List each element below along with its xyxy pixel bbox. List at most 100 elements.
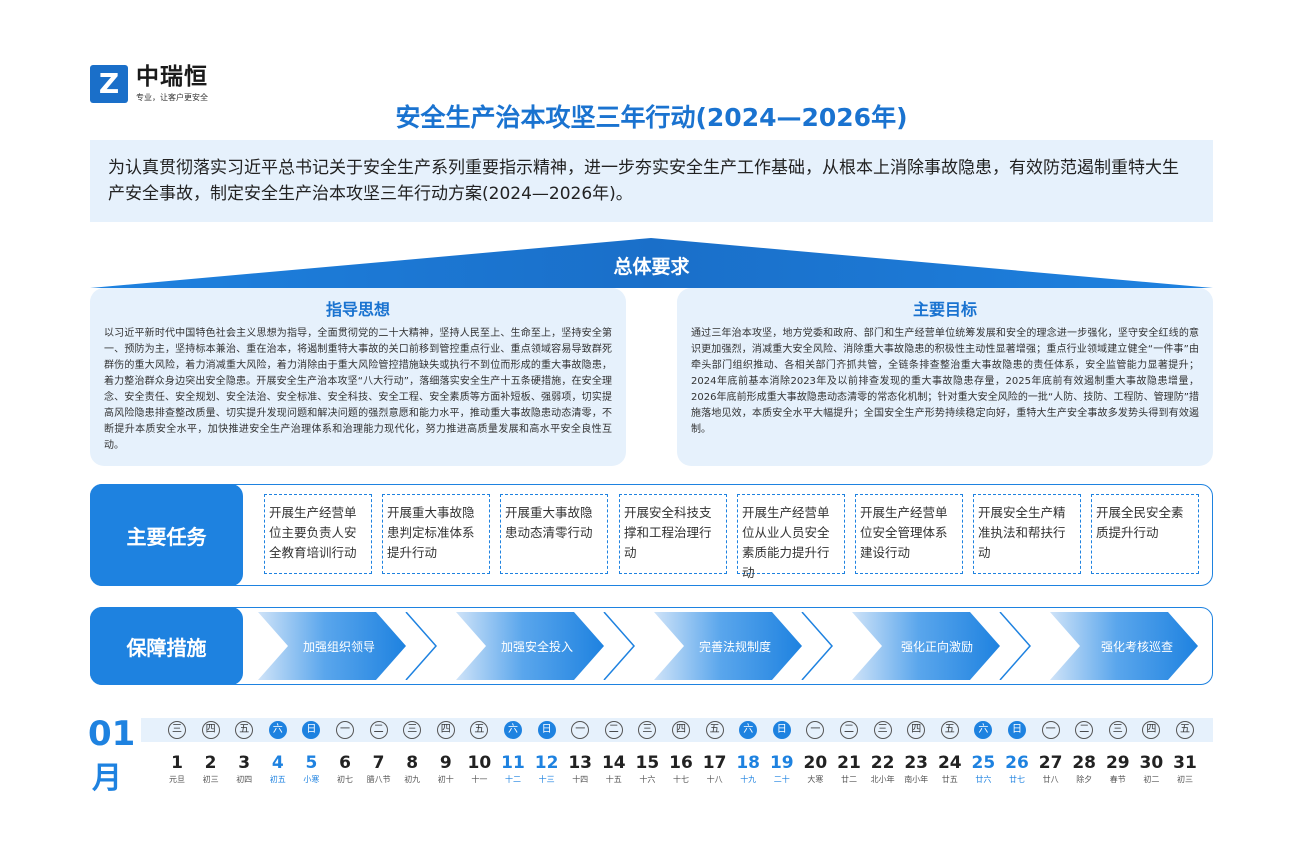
logo-text: 中瑞恒 专业，让客户更安全 (136, 64, 208, 103)
calendar-lunar-date: 十二 (505, 775, 521, 784)
calendar-weekday: 六 (504, 721, 522, 739)
task-item: 开展重大事故隐患动态清零行动 (500, 494, 608, 574)
calendar-weekday: 三 (1108, 721, 1127, 739)
calendar-lunar-date: 元旦 (169, 775, 185, 784)
calendar-weekday: 一 (336, 721, 354, 739)
calendar-date: 3 (238, 753, 251, 773)
calendar-lunar-date: 十六 (639, 775, 656, 784)
calendar-weekday: 一 (806, 721, 825, 739)
calendar-day: 五 17 十八 (698, 718, 732, 786)
calendar-date: 7 (372, 753, 385, 773)
calendar-date: 14 (601, 753, 626, 773)
calendar-date: 28 (1072, 753, 1097, 773)
calendar-date: 31 (1173, 753, 1197, 773)
task-item: 开展全民安全素质提升行动 (1091, 494, 1199, 574)
calendar-date: 30 (1139, 753, 1164, 773)
calendar-lunar-date: 十八 (706, 775, 723, 784)
calendar-date: 4 (271, 753, 284, 773)
calendar-date: 10 (467, 753, 492, 773)
calendar-date: 18 (736, 753, 761, 773)
calendar-weekday: 四 (907, 721, 926, 739)
guarantees-label: 保障措施 (90, 607, 243, 685)
calendar-lunar-date: 春节 (1109, 775, 1126, 784)
logo-mark-letter: Z (98, 66, 120, 100)
calendar-lunar-date: 十一 (471, 775, 488, 784)
task-item: 开展生产经营单位安全管理体系建设行动 (855, 494, 963, 574)
calendar-weekday: 一 (1041, 721, 1060, 739)
guarantee-item: 加强安全投入 (500, 640, 573, 654)
calendar-date: 15 (635, 753, 660, 773)
calendar-date: 19 (769, 753, 794, 773)
calendar-lunar-date: 初四 (236, 775, 253, 784)
chevron-arrow-icon (654, 612, 834, 680)
calendar-weekday: 日 (537, 721, 556, 739)
calendar-date: 6 (339, 753, 351, 773)
calendar-day: 五 10 十一 (462, 718, 496, 786)
calendar-weekday: 六 (739, 721, 758, 739)
calendar-weekday: 六 (974, 721, 993, 739)
tasks-label: 主要任务 (90, 484, 243, 586)
calendar-weekday: 三 (638, 721, 657, 739)
calendar-lunar-date: 廿六 (975, 775, 992, 784)
calendar-date: 9 (439, 753, 452, 773)
calendar-lunar-date: 十九 (740, 775, 757, 784)
calendar-lunar-date: 初三 (1177, 775, 1193, 784)
overall-banner-shape (90, 238, 1213, 288)
calendar-lunar-date: 廿二 (841, 775, 857, 784)
page-title: 安全生产治本攻坚三年行动(2024—2026年) (395, 103, 908, 132)
calendar-lunar-date: 廿七 (1009, 775, 1025, 784)
calendar-lunar-date: 十三 (538, 775, 555, 784)
calendar-lunar-date: 腊八节 (366, 775, 391, 784)
calendar-lunar-date: 二十 (773, 775, 790, 784)
calendar-weekday: 五 (705, 721, 724, 739)
calendar-weekday: 三 (403, 721, 422, 739)
brand-logo: Z 中瑞恒 专业，让客户更安全 (90, 64, 208, 103)
calendar-lunar-date: 廿五 (941, 775, 958, 784)
calendar-weekday: 日 (302, 721, 321, 739)
guiding-ideology-title: 指导思想 (325, 300, 390, 319)
calendar-lunar-date: 初二 (1143, 775, 1160, 784)
calendar-date: 21 (837, 753, 861, 773)
task-item: 开展重大事故隐患判定标准体系提升行动 (382, 494, 490, 574)
calendar-lunar-date: 十五 (605, 775, 622, 784)
chevron-arrow-icon (456, 612, 636, 680)
calendar-date: 22 (870, 753, 895, 773)
guarantee-item: 强化正向激励 (900, 640, 973, 654)
task-item: 开展安全科技支撑和工程治理行动 (619, 494, 727, 574)
calendar-weekday: 三 (873, 721, 892, 739)
calendar-date: 20 (803, 753, 828, 773)
calendar-weekday: 二 (369, 721, 388, 739)
calendar-lunar-date: 除夕 (1076, 775, 1093, 784)
calendar-weekday: 五 (1176, 721, 1194, 739)
calendar-date: 17 (702, 753, 727, 773)
calendar-lunar-date: 小寒 (303, 775, 320, 784)
overall-requirements-label: 总体要求 (613, 256, 690, 278)
calendar-weekday: 五 (470, 721, 489, 739)
calendar-date: 27 (1038, 753, 1063, 773)
calendar-lunar-date: 南小年 (904, 775, 929, 784)
task-item: 开展生产经营单位主要负责人安全教育培训行动 (264, 494, 372, 574)
calendar-weekday: 二 (604, 721, 623, 739)
calendar-lunar-date: 初七 (337, 775, 353, 784)
calendar-month-number: 01 (88, 714, 136, 754)
calendar-date: 1 (171, 753, 183, 773)
calendar-date: 8 (406, 753, 419, 773)
calendar-weekday: 二 (1075, 721, 1094, 739)
calendar-weekday: 六 (268, 721, 287, 739)
calendar-lunar-date: 初九 (404, 775, 421, 784)
calendar-day: 三 15 十六 (630, 718, 664, 786)
main-goals-title: 主要目标 (912, 300, 977, 319)
